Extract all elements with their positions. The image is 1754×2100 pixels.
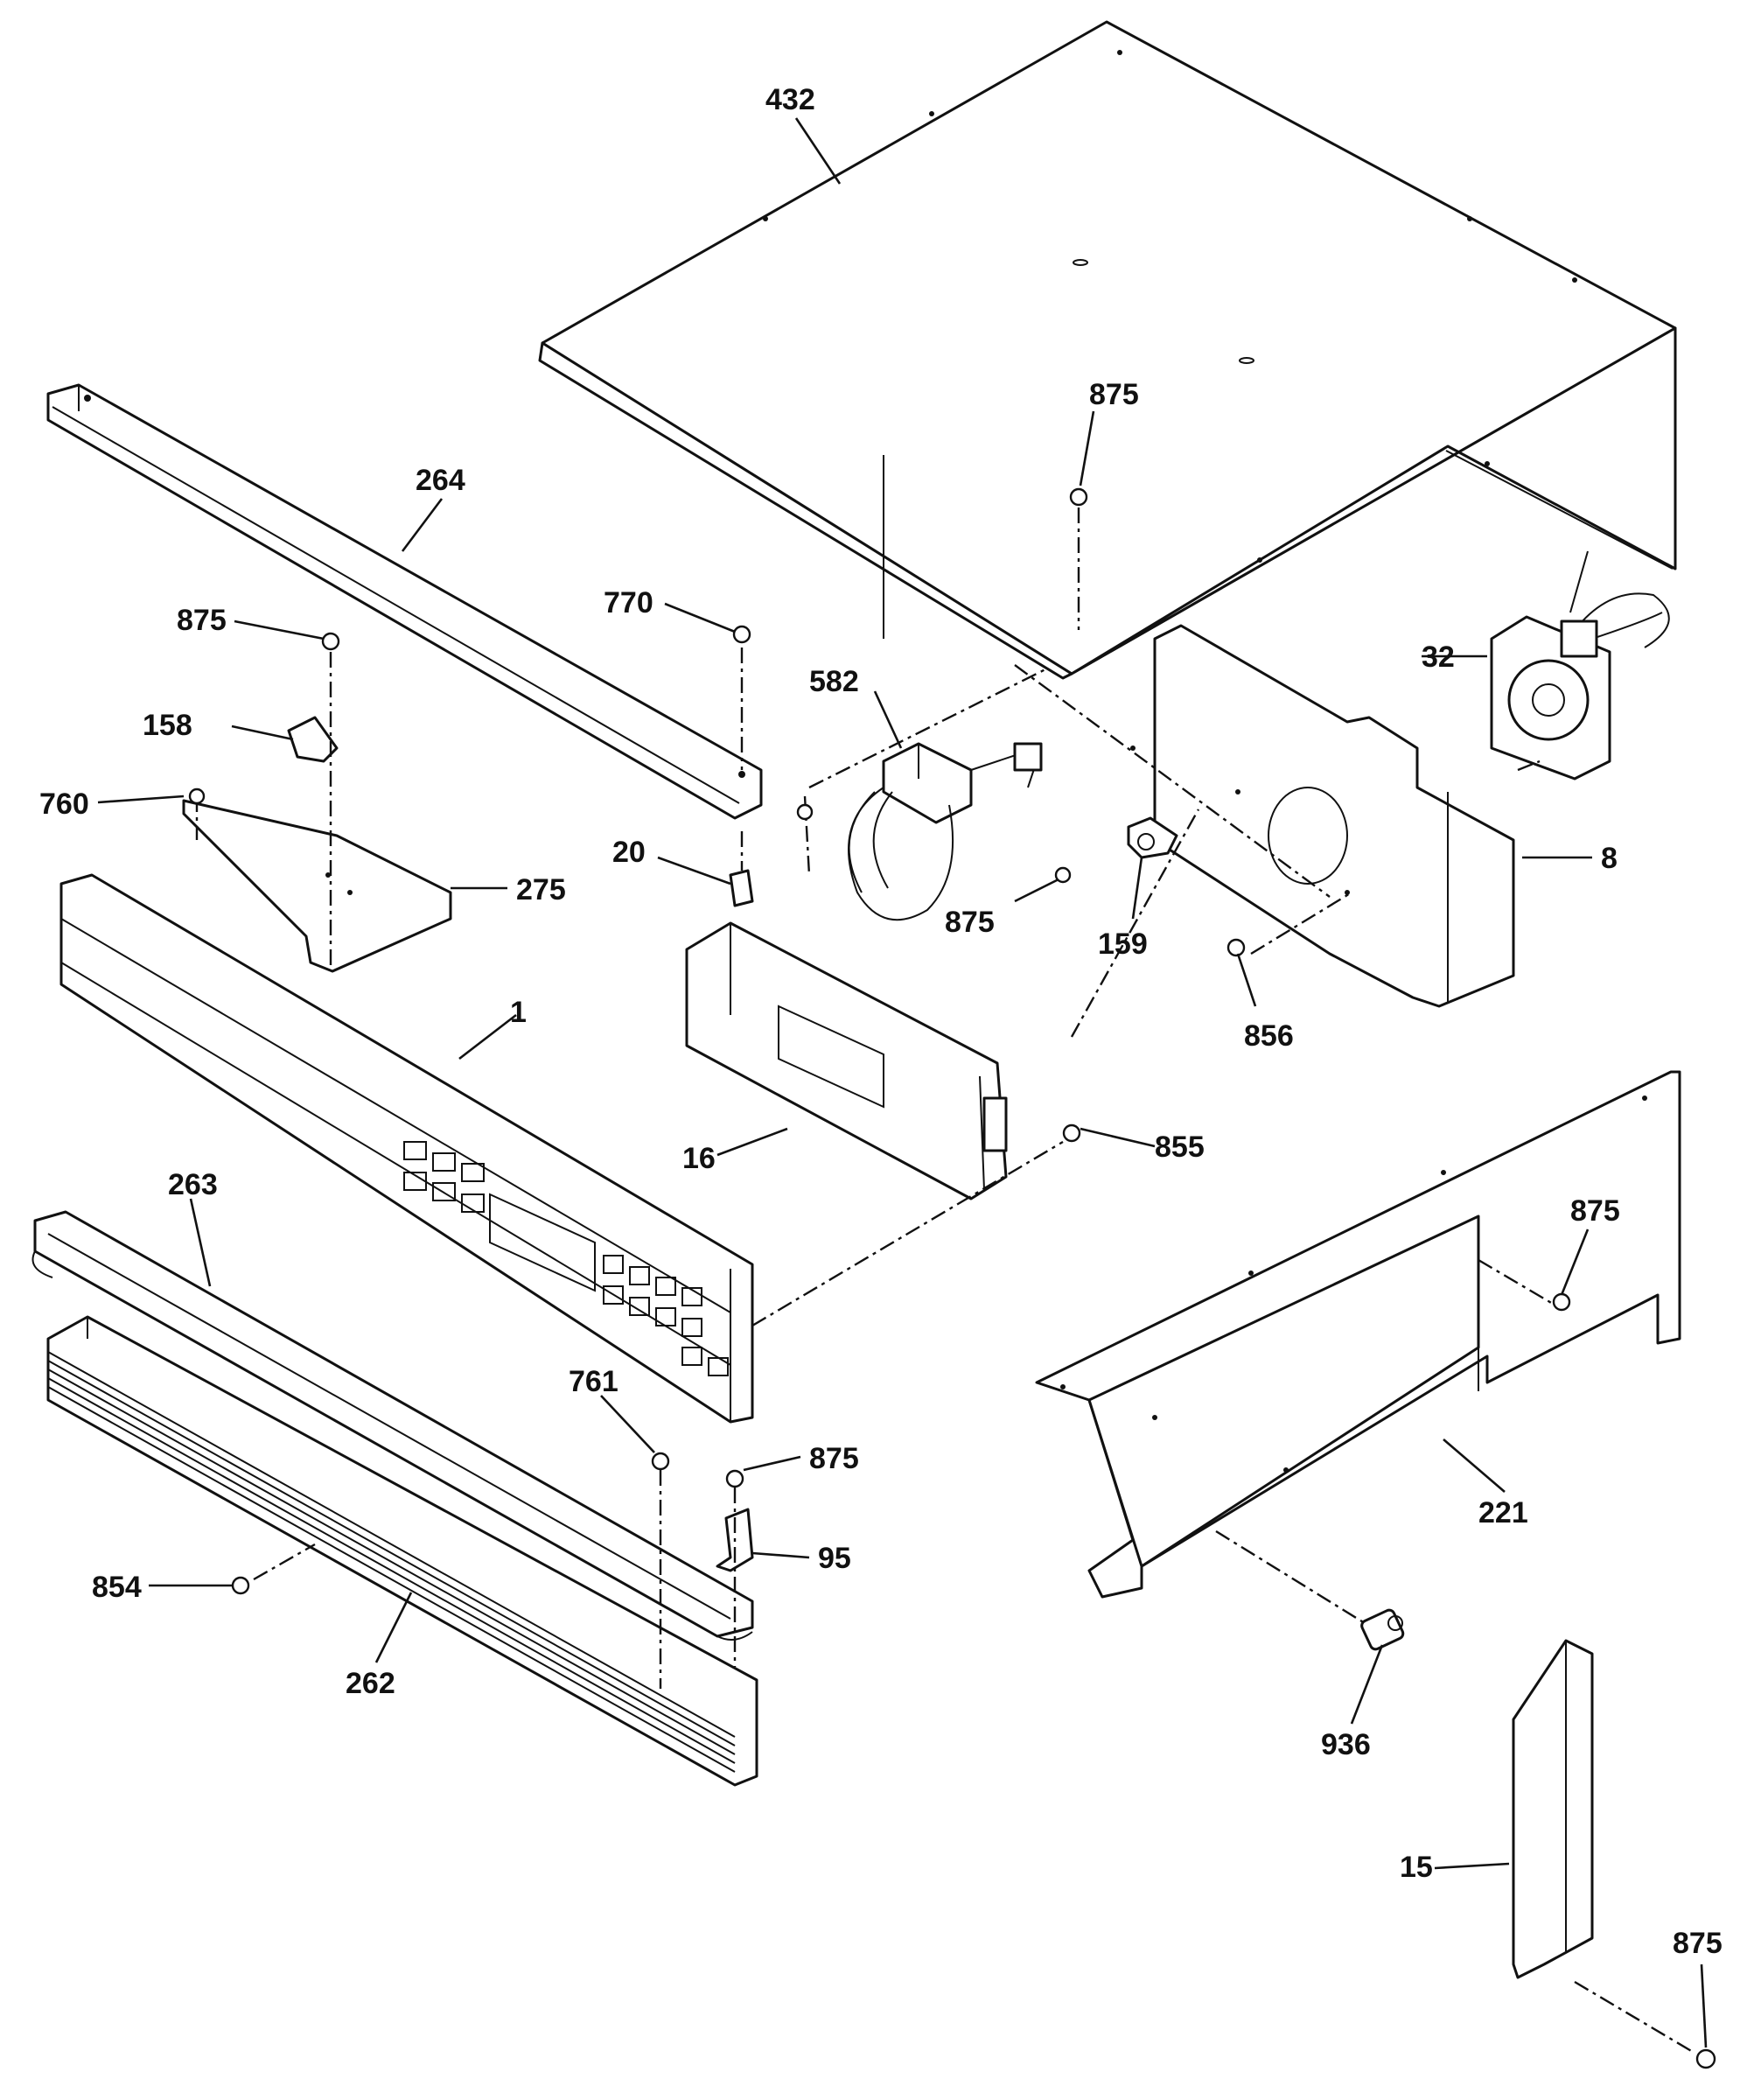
bracket-158 [287,716,339,763]
label-264: 264 [416,464,465,497]
label-1: 1 [510,996,527,1029]
label-936: 936 [1321,1728,1371,1761]
bushing-936 [1360,1608,1405,1651]
screw-761 [651,1452,670,1471]
label-32: 32 [1422,640,1455,674]
label-221: 221 [1478,1496,1528,1530]
screws [188,487,1716,2069]
label-856: 856 [1244,1019,1294,1053]
bracket-275 [182,799,452,973]
label-15: 15 [1400,1851,1433,1884]
label-158: 158 [143,709,192,742]
control-panel-1 [59,873,754,1424]
bracket-panel-8 [1130,624,1515,1008]
screw-875-low [725,1469,744,1488]
fan-32 [1490,550,1670,780]
screw-875-mid [1054,866,1072,884]
screw-875-bottom [1695,2048,1716,2069]
label-875-left: 875 [177,604,227,637]
transformer-582 [848,742,1043,921]
screw-875-top [1069,487,1088,507]
label-432: 432 [765,83,815,116]
label-95: 95 [818,1542,851,1575]
label-875-top: 875 [1089,378,1139,411]
trim-263 [31,1210,754,1641]
label-20: 20 [612,836,646,869]
grille-262 [46,1315,758,1787]
screw-770 [732,625,751,644]
label-875-right: 875 [1570,1194,1620,1228]
screw-760 [188,788,206,805]
top-cover-panel-432 [538,20,1677,680]
label-262: 262 [346,1667,395,1700]
label-275: 275 [516,873,566,906]
label-8: 8 [1601,842,1618,875]
label-875-mid: 875 [945,906,995,939]
side-panel-221 [1035,1070,1681,1599]
part-labels: 432 875 264 770 875 158 760 275 20 582 3… [39,83,1723,1960]
thermostat-159 [1127,816,1178,859]
label-263: 263 [168,1168,218,1201]
screw-855 [1062,1124,1081,1143]
screw-875-right [1552,1292,1571,1312]
screw-875-left [321,632,340,651]
clip-20 [729,869,754,907]
label-159: 159 [1098,928,1148,961]
label-760: 760 [39,788,89,821]
screw-582-mount [796,803,814,821]
strip-15 [1512,1639,1594,1979]
label-582: 582 [809,665,859,698]
label-875-bottom: 875 [1673,1927,1723,1960]
leader-lines [97,117,1708,2048]
label-855: 855 [1155,1130,1205,1164]
label-854: 854 [92,1571,142,1604]
label-16: 16 [682,1142,716,1175]
control-board-16 [685,921,1008,1200]
screw-856 [1226,938,1246,957]
screw-854 [231,1576,250,1595]
label-875-low: 875 [809,1442,859,1475]
label-770: 770 [604,586,653,620]
label-761: 761 [569,1365,618,1398]
assembly-lines [195,508,1694,2054]
top-trim-264 [46,383,763,820]
